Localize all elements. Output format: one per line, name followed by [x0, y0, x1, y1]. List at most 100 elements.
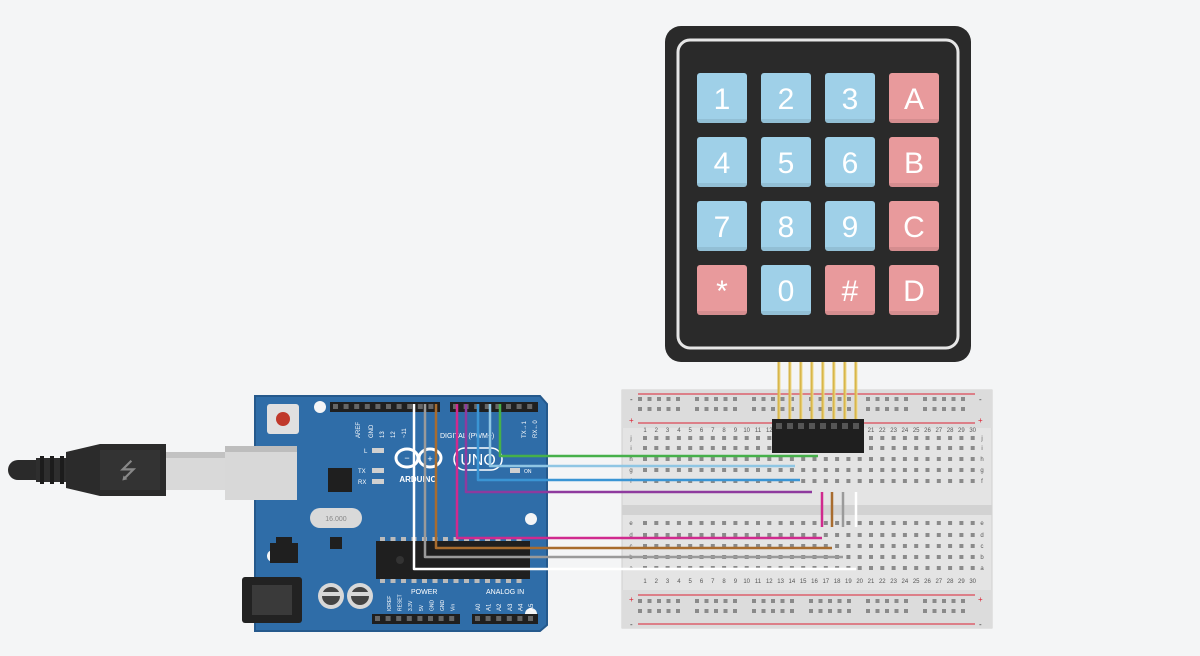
keypad-key-4[interactable]: 4	[697, 137, 747, 187]
column-number: 6	[700, 428, 704, 434]
keypad-key-label: C	[903, 211, 925, 244]
led-on	[510, 468, 520, 473]
analog-pin-label: A3	[508, 603, 514, 611]
wire-light-blue[interactable]	[488, 404, 795, 468]
keypad-key-label: 5	[778, 147, 795, 180]
column-number: 14	[789, 579, 796, 585]
column-number: 2	[655, 428, 659, 434]
power-header[interactable]	[372, 614, 460, 624]
keypad-ribbon-cable	[777, 360, 858, 420]
row-letter: j	[629, 436, 631, 442]
led-rx	[372, 479, 384, 484]
column-number: 2	[655, 579, 659, 585]
crystal	[310, 508, 362, 528]
column-number: 22	[879, 428, 886, 434]
keypad-key-3[interactable]: 3	[825, 73, 875, 123]
power-pin-label: GND	[440, 600, 446, 612]
wire-brown[interactable]	[434, 404, 832, 550]
analog-pin-label: A1	[487, 603, 493, 611]
column-number: 23	[890, 428, 897, 434]
rail-minus-label: -	[630, 395, 633, 404]
keypad-key-c[interactable]: C	[889, 201, 939, 251]
row-letter: e	[629, 521, 633, 527]
column-number: 17	[822, 579, 829, 585]
keypad-key-label: D	[903, 275, 925, 308]
capacitor	[318, 583, 344, 609]
keypad-key-label: 7	[714, 211, 731, 244]
keypad-key-hash[interactable]: #	[825, 265, 875, 315]
arduino-brand: ARDUINO	[399, 475, 436, 484]
rail-minus-label: -	[979, 620, 982, 629]
svg-text:−: −	[404, 453, 409, 463]
wire-purple[interactable]	[464, 404, 812, 494]
column-number: 30	[969, 428, 976, 434]
keypad-key-2[interactable]: 2	[761, 73, 811, 123]
column-number: 25	[913, 428, 920, 434]
power-label: POWER	[411, 589, 437, 596]
usb-symbol-icon: ⭍	[119, 458, 137, 483]
led-rx-label: RX	[358, 480, 366, 486]
wire-magenta[interactable]	[455, 404, 822, 540]
analog-label: ANALOG IN	[486, 589, 524, 596]
column-number: 1	[643, 428, 647, 434]
column-number: 11	[755, 579, 762, 585]
keypad-key-a[interactable]: A	[889, 73, 939, 123]
keypad-key-b[interactable]: B	[889, 137, 939, 187]
column-number: 29	[958, 428, 965, 434]
column-number: 4	[677, 579, 681, 585]
row-letter: h	[629, 457, 632, 463]
column-number: 21	[868, 428, 875, 434]
rail-plus-label: +	[629, 416, 634, 425]
keypad-key-label: *	[716, 275, 728, 308]
wires[interactable]	[412, 404, 858, 571]
column-number: 22	[879, 579, 886, 585]
row-letter: g	[980, 468, 983, 474]
pin-11-label: ~11	[402, 428, 408, 438]
column-number: 3	[666, 428, 670, 434]
analog-header[interactable]	[472, 614, 538, 624]
keypad-key-5[interactable]: 5	[761, 137, 811, 187]
usb-jack	[225, 446, 297, 500]
power-pin-label: IOREF	[387, 596, 393, 611]
column-number: 5	[689, 428, 693, 434]
column-number: 28	[947, 579, 954, 585]
wire-green[interactable]	[498, 404, 818, 458]
wire-white[interactable]	[412, 404, 856, 571]
digital-header-low[interactable]	[450, 402, 538, 412]
wire-gray[interactable]	[423, 404, 843, 559]
column-number: 8	[722, 428, 726, 434]
column-number: 10	[743, 428, 750, 434]
keypad-key-7[interactable]: 7	[697, 201, 747, 251]
pin-gnd-label: GND	[369, 424, 375, 438]
column-number: 27	[935, 579, 942, 585]
wire-blue[interactable]	[476, 404, 800, 482]
rail-minus-label: -	[630, 620, 633, 629]
reset-button-cap[interactable]	[276, 412, 290, 426]
keypad-key-label: 1	[714, 83, 731, 116]
breadboard-holes[interactable]	[638, 397, 975, 613]
row-letter: i	[630, 446, 631, 452]
keypad-key-star[interactable]: *	[697, 265, 747, 315]
digital-header-high[interactable]	[330, 402, 440, 412]
led-l	[372, 448, 384, 453]
keypad-key-1[interactable]: 1	[697, 73, 747, 123]
rail-minus-label: -	[979, 395, 982, 404]
keypad-key-9[interactable]: 9	[825, 201, 875, 251]
rail-plus-label: +	[978, 416, 983, 425]
usb-cable[interactable]: ⭍	[8, 444, 226, 496]
keypad-key-0[interactable]: 0	[761, 265, 811, 315]
column-number: 13	[777, 579, 784, 585]
row-letter: d	[980, 533, 983, 539]
column-number: 3	[666, 579, 670, 585]
row-letter: f	[981, 479, 983, 485]
arduino-uno-board[interactable]: 16.000 L TX RX ON − + ARDUINO UNO DIGITA…	[225, 395, 548, 632]
column-number: 12	[766, 579, 773, 585]
column-number: 5	[689, 579, 693, 585]
keypad-key-8[interactable]: 8	[761, 201, 811, 251]
keypad-key-6[interactable]: 6	[825, 137, 875, 187]
keypad-key-d[interactable]: D	[889, 265, 939, 315]
crystal-label: 16.000	[325, 516, 347, 523]
row-letter: b	[980, 555, 984, 561]
